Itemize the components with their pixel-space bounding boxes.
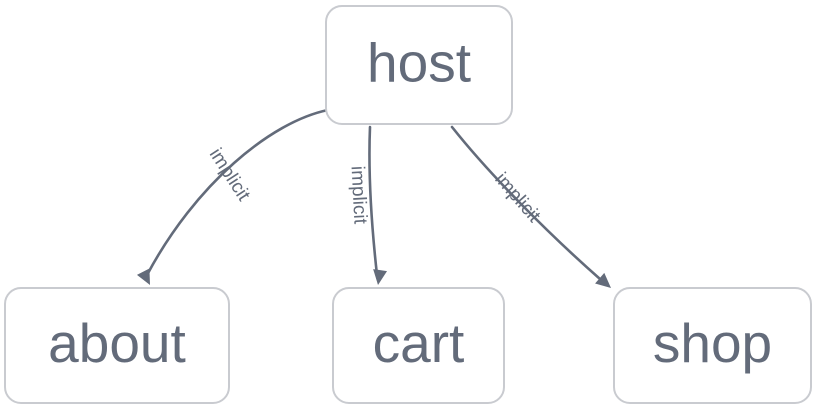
node-shape bbox=[613, 287, 812, 404]
edge-label: implicit bbox=[490, 169, 544, 227]
nodes-layer: host about cart shop bbox=[4, 5, 812, 404]
node-label: shop bbox=[653, 312, 772, 374]
edge-labels-layer: implicit implicit implicit bbox=[205, 145, 545, 227]
edge-host-to-cart[interactable] bbox=[368, 125, 388, 286]
edge-line bbox=[368, 125, 379, 277]
node-shop[interactable]: shop bbox=[613, 287, 812, 404]
node-about[interactable]: about bbox=[4, 287, 230, 404]
node-label: cart bbox=[373, 312, 465, 374]
arrowhead-icon bbox=[373, 269, 388, 285]
node-shape bbox=[325, 5, 513, 125]
edge-label: implicit bbox=[346, 165, 370, 225]
edge-label: implicit bbox=[205, 145, 255, 206]
edge-host-to-shop[interactable] bbox=[450, 125, 616, 293]
node-cart[interactable]: cart bbox=[332, 287, 505, 404]
edge-line bbox=[450, 125, 602, 281]
arrowhead-icon bbox=[136, 268, 150, 285]
edge-host-to-about[interactable] bbox=[136, 108, 330, 288]
edges-layer bbox=[136, 108, 616, 293]
node-label: host bbox=[367, 32, 471, 94]
node-label: about bbox=[48, 312, 186, 374]
node-shape bbox=[332, 287, 505, 404]
node-host[interactable]: host bbox=[325, 5, 513, 125]
arrowhead-icon bbox=[595, 272, 611, 288]
edge-line bbox=[145, 108, 330, 277]
node-shape bbox=[4, 287, 230, 404]
